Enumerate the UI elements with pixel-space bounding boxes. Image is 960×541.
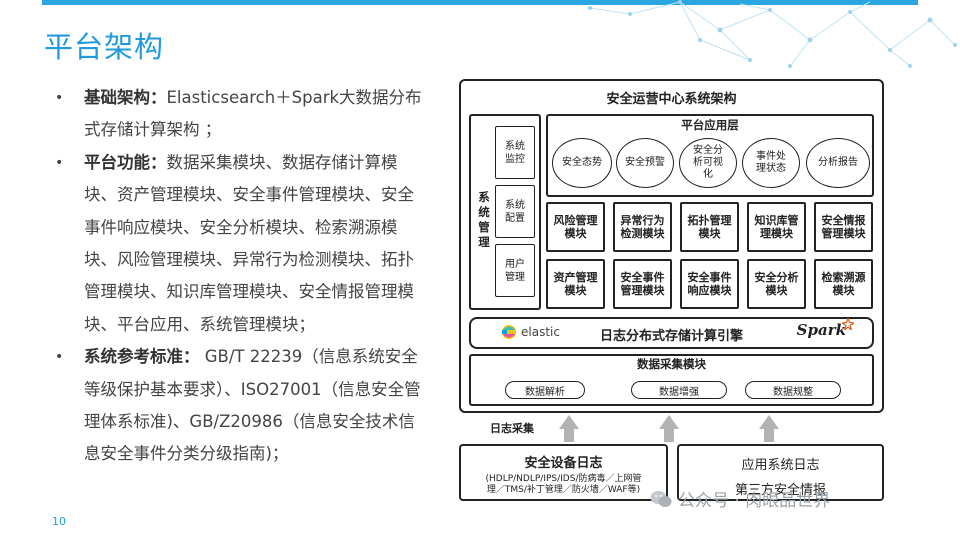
bullet-label: 系统参考标准： (84, 347, 200, 366)
bullet-label: 基础架构： (84, 88, 167, 107)
collect-title: 数据采集模块 (471, 356, 872, 372)
security-device-logs-detail-1: (HDLP/NDLP/IPS/IDS/防病毒／上网管 (461, 474, 666, 485)
pill-data-normalization: 数据规整 (745, 381, 841, 399)
spark-logo: Spark (797, 321, 846, 339)
module-anomaly-detection: 异常行为检测模块 (613, 202, 672, 252)
bullet-list: • 基础架构：Elasticsearch＋Spark大数据分布式存储计算架构 ；… (55, 82, 427, 471)
storage-compute-engine: elastic 日志分布式存储计算引擎 Spark (469, 317, 874, 349)
pill-data-parsing: 数据解析 (505, 381, 585, 399)
architecture-diagram: 安全运营中心系统架构 系统管理 系统监控 系统配置 用户管理 平台应用层 安全态… (459, 79, 884, 413)
bullet-item: • 系统参考标准： GB/T 22239（信息系统安全等级保护基本要求）、ISO… (55, 341, 427, 471)
app-item-warning: 安全预警 (616, 138, 674, 188)
platform-app-layer: 平台应用层 安全态势 安全预警 安全分析可视化 事件处理状态 分析报告 (546, 114, 874, 197)
log-collect-label: 日志采集 (490, 420, 534, 436)
bullet-item: • 基础架构：Elasticsearch＋Spark大数据分布式存储计算架构 ； (55, 82, 427, 147)
module-threat-intel: 安全情报管理模块 (814, 202, 873, 252)
security-device-logs-detail-2: 理／TMS/补丁管理／防火墙／WAF等) (461, 485, 666, 496)
app-item-report: 分析报告 (806, 138, 870, 188)
system-management-box: 系统管理 系统监控 系统配置 用户管理 (469, 114, 541, 310)
page-title: 平台架构 (44, 24, 164, 66)
app-layer-title: 平台应用层 (548, 117, 872, 133)
diagram-title: 安全运营中心系统架构 (461, 88, 882, 107)
security-device-logs-title: 安全设备日志 (461, 452, 666, 471)
module-security-analysis: 安全分析模块 (747, 259, 806, 309)
module-search-trace: 检索溯源模块 (814, 259, 873, 309)
pill-data-enrichment: 数据增强 (631, 381, 727, 399)
bullet-label: 平台功能： (84, 153, 167, 172)
watermark-text: 公众号 · 肉眼品世界 (678, 486, 830, 511)
security-device-logs-box: 安全设备日志 (HDLP/NDLP/IPS/IDS/防病毒／上网管 理／TMS/… (459, 444, 668, 501)
module-event-response: 安全事件响应模块 (680, 259, 739, 309)
system-management-label: 系统管理 (476, 190, 492, 250)
wechat-icon (650, 490, 672, 508)
network-decoration (570, 0, 960, 70)
bullet-text: 数据采集模块、数据存储计算模块、资产管理模块、安全事件管理模块、安全事件响应模块… (84, 153, 414, 334)
bullet-dot-icon: • (55, 82, 63, 114)
app-item-situation: 安全态势 (552, 138, 612, 188)
data-collection-module: 数据采集模块 数据解析 数据增强 数据规整 (469, 354, 874, 406)
user-management-box: 用户管理 (495, 244, 535, 297)
spark-label: Spark (797, 321, 846, 339)
app-item-event-status: 事件处理状态 (742, 138, 800, 188)
system-monitor-box: 系统监控 (495, 126, 535, 179)
spark-star-icon (842, 318, 854, 330)
module-risk-management: 风险管理模块 (546, 202, 605, 252)
app-item-visualization: 安全分析可视化 (679, 138, 737, 188)
system-config-box: 系统配置 (495, 185, 535, 238)
module-knowledge-base: 知识库管理模块 (747, 202, 806, 252)
watermark: 公众号 · 肉眼品世界 (650, 486, 830, 511)
module-event-management: 安全事件管理模块 (613, 259, 672, 309)
module-topology: 拓扑管理模块 (680, 202, 739, 252)
bullet-item: • 平台功能：数据采集模块、数据存储计算模块、资产管理模块、安全事件管理模块、安… (55, 147, 427, 341)
bullet-dot-icon: • (55, 147, 63, 179)
bullet-dot-icon: • (55, 341, 63, 373)
app-system-logs-title: 应用系统日志 (679, 454, 882, 473)
page-number: 10 (52, 515, 66, 528)
module-asset-management: 资产管理模块 (546, 259, 605, 309)
